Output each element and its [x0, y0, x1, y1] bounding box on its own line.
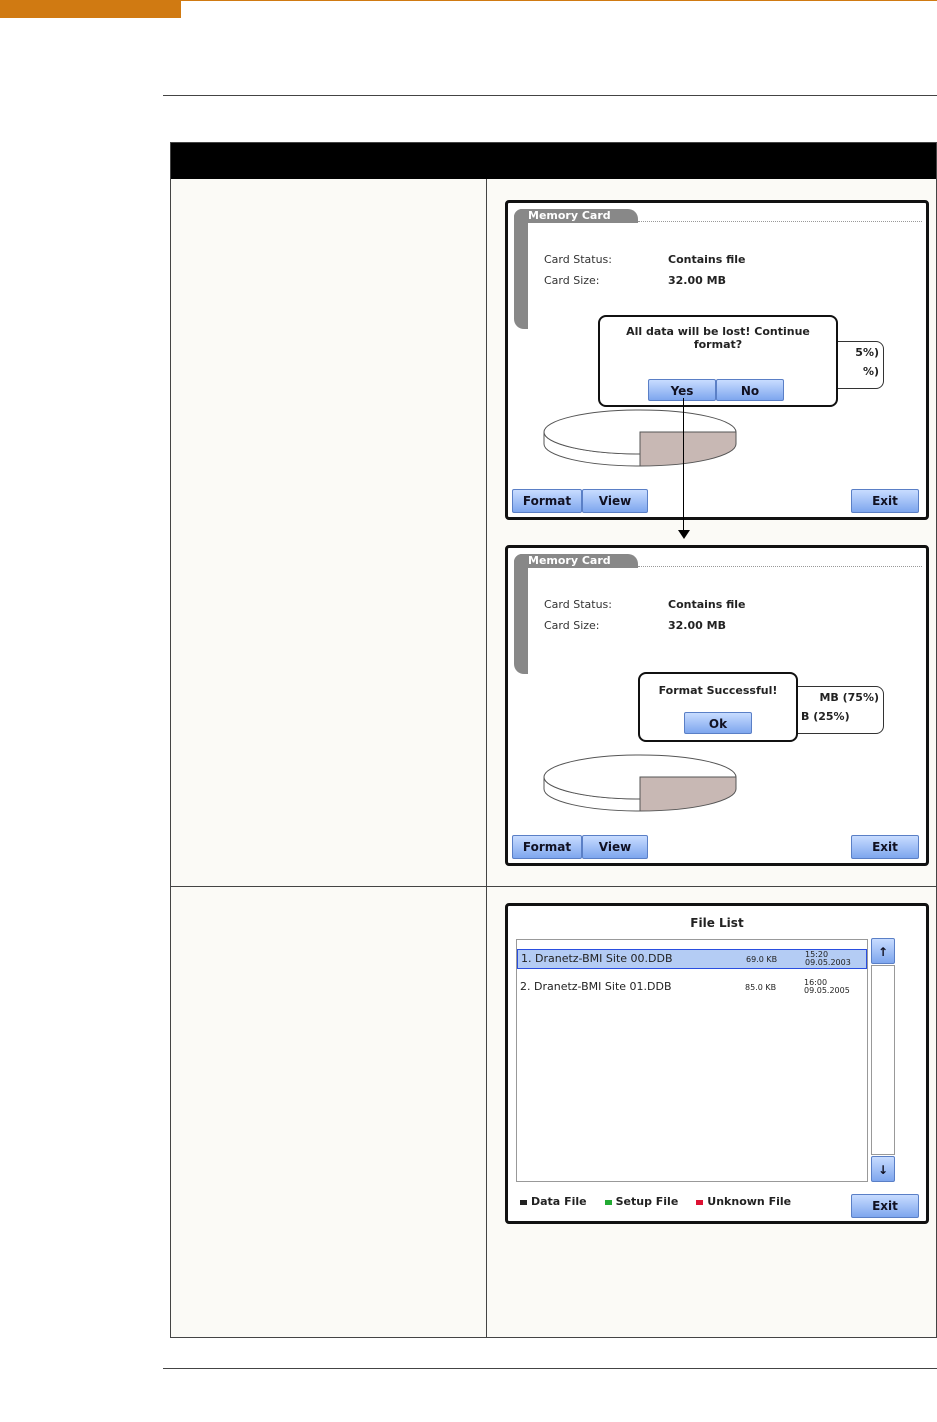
exit-button[interactable]: Exit: [851, 1194, 919, 1218]
flow-arrow-head-icon: [678, 530, 690, 539]
legend-label: Setup File: [615, 1195, 679, 1208]
pie-slice-used: [639, 776, 737, 812]
column-divider: [486, 179, 487, 1337]
file-list-box: 1. Dranetz-BMI Site 00.DDB 69.0 KB 15:20…: [516, 939, 868, 1182]
data-file-swatch-icon: [520, 1200, 527, 1205]
file-date: 09.05.2005: [804, 986, 850, 995]
file-date: 09.05.2003: [805, 958, 851, 967]
exit-button[interactable]: Exit: [851, 489, 919, 513]
file-list-screen: File List 1. Dranetz-BMI Site 00.DDB 69.…: [505, 903, 929, 1224]
file-name: 1. Dranetz-BMI Site 00.DDB: [521, 952, 673, 965]
file-size: 69.0 KB: [746, 955, 778, 964]
table-header: [171, 143, 936, 179]
flow-arrow-line: [683, 398, 684, 531]
header-accent-bar: [0, 0, 181, 18]
legend-label: Unknown File: [707, 1195, 792, 1208]
card-size-value: 32.00 MB: [668, 274, 726, 287]
header-rule: [181, 0, 937, 1]
usage-pie-chart: [543, 754, 737, 812]
dotted-rule: [638, 221, 922, 222]
format-button[interactable]: Format: [512, 835, 582, 859]
file-time: 15:20: [805, 950, 829, 959]
ok-button[interactable]: Ok: [684, 712, 752, 734]
header-divider: [163, 95, 937, 96]
usage-pie-chart: [543, 409, 737, 467]
view-button[interactable]: View: [582, 489, 648, 513]
legend-unknown-file: Unknown File: [696, 1195, 791, 1208]
panel-frame: [514, 554, 528, 674]
file-name: 2. Dranetz-BMI Site 01.DDB: [520, 980, 672, 993]
card-size-value: 32.00 MB: [668, 619, 726, 632]
panel-frame: [514, 209, 528, 329]
unknown-file-swatch-icon: [696, 1200, 704, 1205]
file-time: 16:00: [804, 978, 828, 987]
pie-slice-used: [639, 431, 737, 467]
format-button[interactable]: Format: [512, 489, 582, 513]
panel-tab: Memory Card: [514, 554, 638, 568]
legend-used: 5%): [855, 346, 879, 359]
file-size: 85.0 KB: [745, 983, 777, 992]
legend-free: B (25%): [801, 710, 850, 723]
dialog-message: All data will be lost! Continue format?: [626, 325, 810, 351]
scroll-up-button[interactable]: ↑: [871, 938, 895, 964]
format-success-dialog: Format Successful! Ok: [638, 672, 798, 742]
dialog-message: Format Successful!: [658, 684, 778, 697]
file-row[interactable]: 2. Dranetz-BMI Site 01.DDB 85.0 KB 16:00…: [517, 978, 867, 998]
file-list-title: File List: [690, 916, 744, 930]
format-confirm-dialog: All data will be lost! Continue format? …: [598, 315, 838, 407]
yes-button[interactable]: Yes: [648, 379, 716, 401]
card-size-label: Card Size:: [544, 619, 600, 632]
setup-file-swatch-icon: [604, 1200, 612, 1205]
memory-card-screen-format-success: Memory Card Card Status: Contains file C…: [505, 545, 929, 866]
file-type-legend: Data File Setup File Unknown File: [520, 1195, 791, 1208]
legend-label: Data File: [531, 1195, 587, 1208]
legend-used: MB (75%): [819, 691, 879, 704]
no-button[interactable]: No: [716, 379, 784, 401]
card-status-label: Card Status:: [544, 253, 612, 266]
memory-card-screen-format-confirm: Memory Card Card Status: Contains file C…: [505, 200, 929, 520]
legend-free: %): [862, 365, 879, 378]
exit-button[interactable]: Exit: [851, 835, 919, 859]
card-status-label: Card Status:: [544, 598, 612, 611]
legend-data-file: Data File: [520, 1195, 587, 1208]
footer-divider: [163, 1368, 937, 1369]
card-size-label: Card Size:: [544, 274, 600, 287]
card-status-value: Contains file: [668, 598, 746, 611]
card-status-value: Contains file: [668, 253, 746, 266]
dotted-rule: [638, 566, 922, 567]
scroll-down-button[interactable]: ↓: [871, 1156, 895, 1182]
panel-tab: Memory Card: [514, 209, 638, 223]
legend-setup-file: Setup File: [604, 1195, 679, 1208]
view-button[interactable]: View: [582, 835, 648, 859]
row-divider: [171, 886, 936, 887]
scrollbar-track[interactable]: [871, 965, 895, 1155]
file-row-selected[interactable]: 1. Dranetz-BMI Site 00.DDB 69.0 KB 15:20…: [517, 949, 867, 969]
